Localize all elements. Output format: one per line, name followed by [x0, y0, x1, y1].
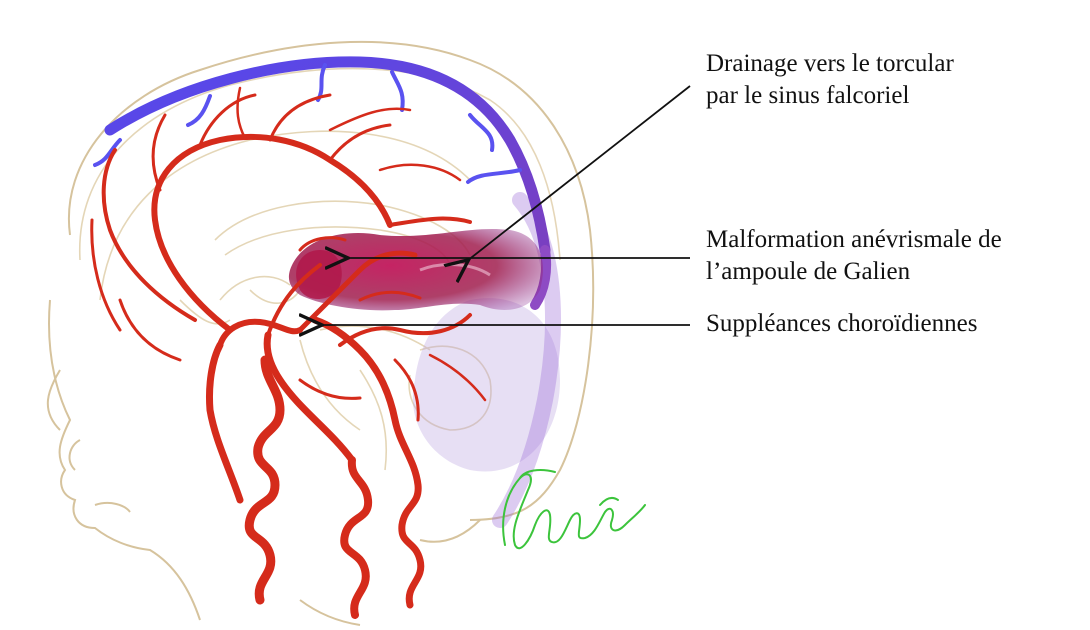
label-malformation: Malformation anévrismale de l’ampoule de…: [706, 224, 1002, 288]
label-malformation-line1: Malformation anévrismale de: [706, 224, 1002, 256]
label-drainage-line2: par le sinus falcoriel: [706, 80, 954, 112]
label-malformation-line2: l’ampoule de Galien: [706, 256, 1002, 288]
label-drainage-line1: Drainage vers le torcular: [706, 48, 954, 80]
label-suppleances-line1: Suppléances choroïdiennes: [706, 308, 977, 340]
label-suppleances: Suppléances choroïdiennes: [706, 308, 977, 340]
label-drainage: Drainage vers le torcular par le sinus f…: [706, 48, 954, 112]
galen-malformation: [289, 229, 543, 310]
